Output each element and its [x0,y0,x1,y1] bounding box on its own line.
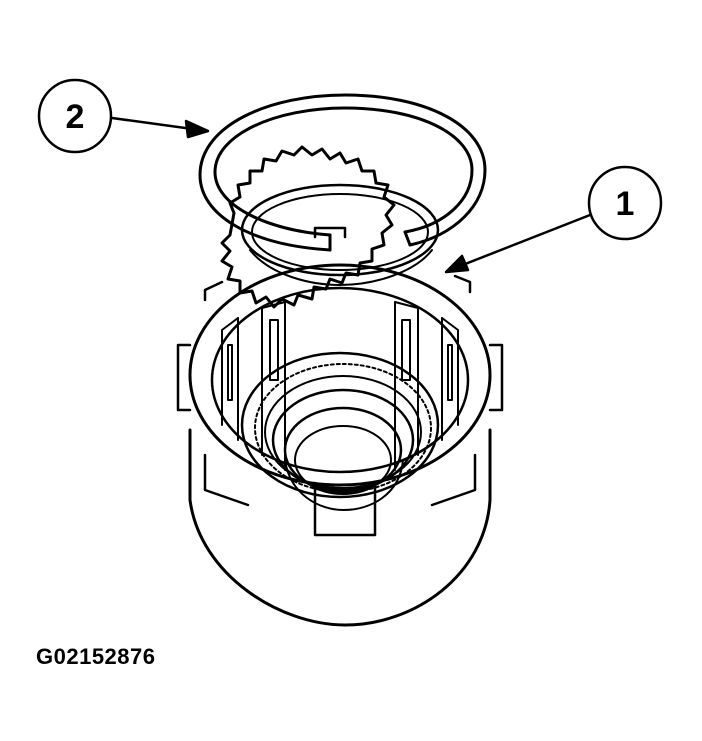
leader-arrow-2 [110,116,202,132]
callout-circle-2 [37,78,113,154]
leader-arrow-1 [453,213,592,270]
clutch-drum [176,263,504,627]
figure-code: G02152876 [36,644,156,669]
callout-label-2: 2 [66,98,85,136]
arrowhead-2 [184,119,210,139]
leader-arrows [110,116,592,274]
part-2-snap-ring [198,93,487,252]
callout-circle-1 [587,165,663,241]
callout-2: 2 [37,78,113,154]
callout-1: 1 [587,165,663,241]
callout-label-1: 1 [616,185,635,223]
arrowhead-1 [444,254,470,274]
